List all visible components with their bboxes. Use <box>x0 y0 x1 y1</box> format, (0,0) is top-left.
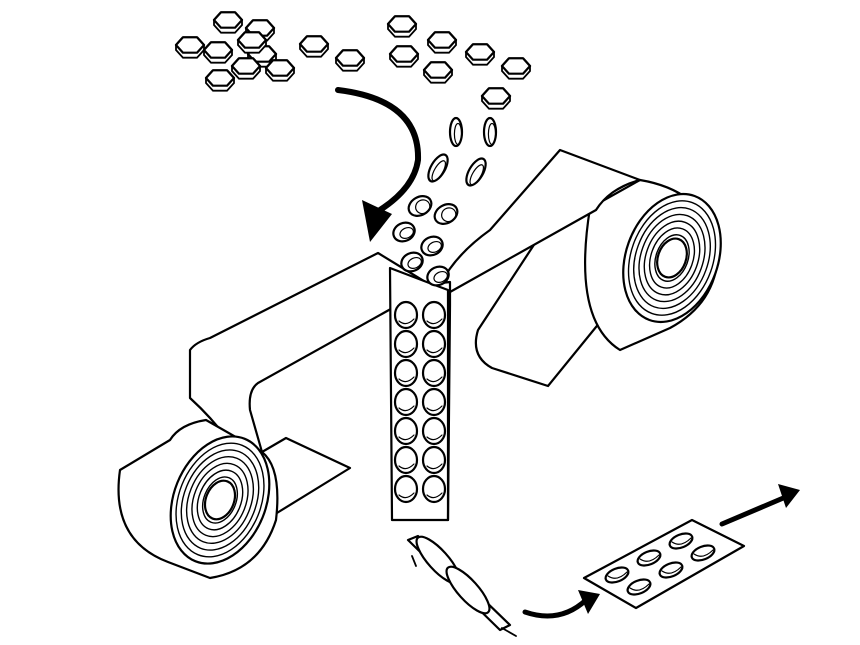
tablet-icon <box>426 31 458 54</box>
pack-pocket <box>636 549 662 567</box>
roll-ring <box>648 227 696 289</box>
roll-ring <box>643 220 701 296</box>
pack-pocket <box>626 578 652 596</box>
roll-rings-left <box>175 442 265 558</box>
tablet-icon <box>433 203 459 225</box>
roll-ring <box>180 449 260 551</box>
pocket-shade <box>398 492 415 499</box>
roll-ring <box>654 234 690 282</box>
exit-arrow-icon <box>719 484 800 527</box>
film-roll-left <box>117 251 434 580</box>
roll-ring <box>201 476 239 524</box>
sealed-blister-strip <box>388 266 452 522</box>
tablet-icon <box>204 69 236 92</box>
film-pocket-grid <box>393 300 447 504</box>
pocket-shade <box>426 492 443 499</box>
feed-arrow-icon <box>335 87 422 242</box>
pack-pocket <box>604 566 630 584</box>
loose-tablets <box>174 11 532 110</box>
pack-pocket <box>690 544 716 562</box>
pocket-shade <box>426 463 443 470</box>
tablet-icon <box>298 35 330 58</box>
pocket-shade <box>661 566 682 574</box>
pocket-shade <box>426 405 443 412</box>
tablet-icon <box>464 43 496 66</box>
roll-rings-right <box>627 200 717 316</box>
pocket-shade <box>426 318 443 325</box>
tablet-icon <box>202 41 234 64</box>
tablet-icon <box>386 15 418 38</box>
tablet-icon <box>236 31 268 54</box>
tablet-icon <box>480 87 512 110</box>
roll-ring <box>633 206 711 310</box>
output-arrow-icon <box>522 590 600 619</box>
pack-pocket <box>668 532 694 550</box>
tablet-icon <box>174 36 206 59</box>
tablet-icon <box>392 221 416 243</box>
tablet-icon <box>426 265 450 287</box>
pocket-shade <box>398 463 415 470</box>
roll-ring <box>191 462 249 538</box>
tablet-icon <box>264 59 296 82</box>
pocket-shade <box>629 583 650 591</box>
pack-pockets <box>604 532 716 596</box>
pocket-shade <box>426 347 443 354</box>
foil-roll-right <box>474 178 722 388</box>
tablet-icon <box>500 57 532 80</box>
tablet-icon <box>482 116 498 148</box>
cut-blister-segment <box>406 534 517 637</box>
tablet-icon <box>465 157 487 187</box>
pocket-shade <box>639 554 660 562</box>
roll-ring <box>196 469 244 531</box>
pocket-shade <box>398 376 415 383</box>
pocket-shade <box>398 318 415 325</box>
pocket-shade <box>671 537 692 545</box>
tablet-icon <box>422 61 454 84</box>
tablet-icon <box>420 235 444 257</box>
roll-ring <box>638 213 706 303</box>
roll-ring <box>627 200 717 316</box>
finished-blister-pack <box>582 518 746 610</box>
tablet-icon <box>448 116 464 148</box>
pocket-shade <box>426 376 443 383</box>
pocket-shade <box>398 434 415 441</box>
tablet-icon <box>212 11 244 34</box>
pocket-shade <box>607 571 628 579</box>
tablet-icon <box>407 195 433 217</box>
pocket-shade <box>693 549 714 557</box>
tablet-icon <box>427 153 449 183</box>
tablet-icon <box>230 57 262 80</box>
tablet-icon <box>400 251 424 273</box>
pack-pocket <box>658 561 684 579</box>
tablet-icon <box>334 49 366 72</box>
roll-ring <box>185 455 255 545</box>
pocket-shade <box>398 347 415 354</box>
tablet-icon <box>388 45 420 68</box>
roll-ring <box>175 442 265 558</box>
pocket-shade <box>426 434 443 441</box>
pocket-shade <box>398 405 415 412</box>
falling-tablets <box>392 116 498 287</box>
